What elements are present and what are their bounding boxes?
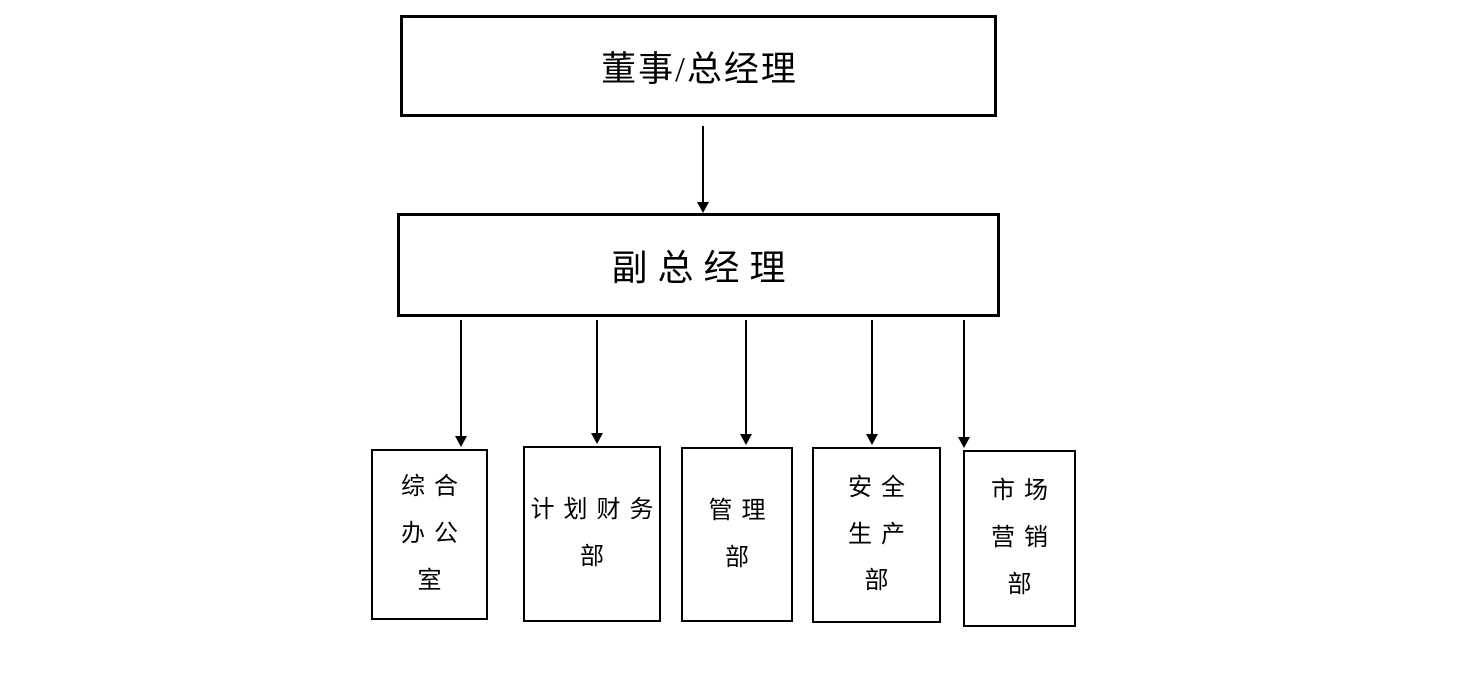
arrow-deputy-to-safety-production xyxy=(871,320,873,435)
arrow-deputy-to-general-office xyxy=(460,320,462,437)
org-box-safety-production-dept: 安全 生产 部 xyxy=(812,447,941,623)
org-box-label: 计划财务 部 xyxy=(530,497,663,570)
org-box-label: 董事/总经理 xyxy=(601,49,798,89)
org-box-management-dept: 管理 部 xyxy=(681,447,793,622)
org-box-label: 综合 办公 室 xyxy=(401,474,467,594)
arrow-root-to-deputy xyxy=(702,126,704,203)
org-box-general-office: 综合 办公 室 xyxy=(371,449,488,620)
org-box-director-general-manager: 董事/总经理 xyxy=(400,15,997,117)
org-box-label: 市场 营销 部 xyxy=(991,478,1057,598)
org-box-deputy-general-manager: 副总经理 xyxy=(397,213,1000,317)
org-box-label: 管理 部 xyxy=(708,497,775,571)
org-box-marketing-dept: 市场 营销 部 xyxy=(963,450,1076,627)
arrow-deputy-to-planning-finance xyxy=(596,320,598,434)
org-box-planning-finance-dept: 计划财务 部 xyxy=(523,446,661,622)
arrow-deputy-to-marketing xyxy=(963,320,965,438)
org-box-label: 安全 生产 部 xyxy=(848,474,914,595)
arrow-deputy-to-management xyxy=(745,320,747,435)
org-box-label: 副总经理 xyxy=(611,248,796,288)
